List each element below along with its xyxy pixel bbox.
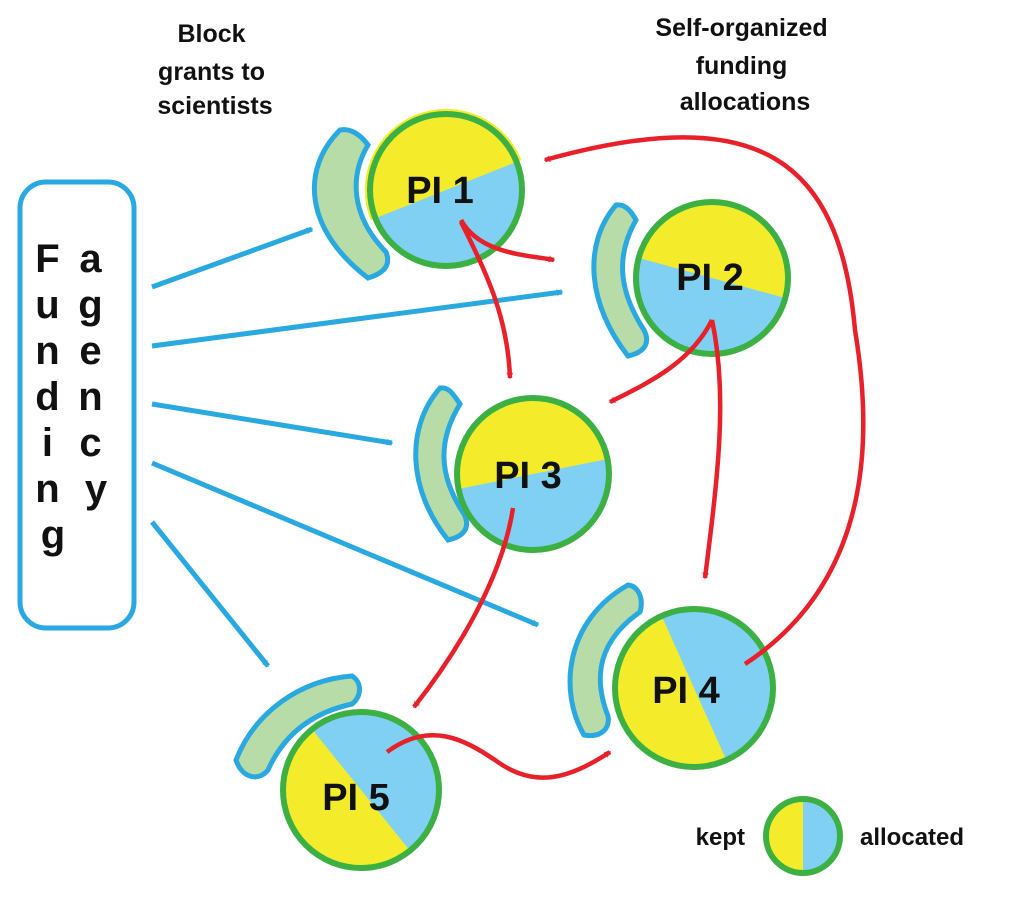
agency-letter: i (42, 421, 53, 465)
alloc-arrow-pi1-to-pi2 (459, 218, 556, 263)
alloc-arrow-pi2-to-pi4 (702, 319, 723, 580)
block-grants-line-3: scientists (157, 92, 272, 120)
legend-kept-label: kept (696, 824, 745, 851)
pi2-label: PI 2 (676, 257, 744, 299)
pi1-kept-fill (364, 108, 522, 221)
self-organized-heading: Self-organized funding allocations (655, 14, 834, 116)
pi3-node: PI 3 (454, 395, 612, 553)
agency-letter: g (78, 283, 102, 327)
agency-letter: n (35, 329, 59, 373)
agency-letter: u (35, 283, 59, 327)
grant-arrow-pi1 (151, 226, 314, 290)
alloc-arrow-pi1-to-pi3 (458, 220, 514, 380)
shield-pi3 (413, 385, 470, 543)
shields (233, 127, 650, 780)
alloc-arrow-pi5-to-pi4 (385, 733, 612, 780)
pi1-ring (367, 111, 525, 269)
shield-pi4 (567, 582, 644, 739)
pi2-kept-fill (637, 200, 790, 299)
agency-word: a g e n c y (78, 237, 114, 511)
grant-arrow-pi3 (151, 401, 394, 446)
self-organized-line-1: Self-organized (655, 14, 827, 42)
agency-letter: e (79, 329, 101, 373)
allocation-arrows (385, 135, 866, 780)
funding-word: F u n d i n g (35, 237, 71, 557)
shield-pi5 (233, 673, 362, 780)
pi4-label: PI 4 (652, 670, 720, 712)
pi2-node: PI 2 (633, 199, 791, 357)
pi2-ring (633, 199, 791, 357)
agency-letter: y (85, 467, 108, 511)
agency-letter: F (35, 237, 59, 281)
pi3-label: PI 3 (494, 455, 562, 497)
agency-letter: g (41, 513, 65, 557)
pi4-allocated-fill (661, 608, 774, 761)
shield-pi2 (591, 202, 650, 359)
block-grants-line-2: grants to (158, 58, 265, 86)
alloc-arrow-pi3-to-pi5 (412, 507, 516, 709)
pi4-ring (612, 606, 776, 770)
agency-letter: n (35, 467, 59, 511)
pi3-kept-fill (457, 398, 608, 489)
alloc-arrow-pi2-to-pi3 (608, 318, 715, 405)
pi4-node: PI 4 (612, 606, 776, 770)
legend-ring (763, 796, 843, 876)
agency-letter: n (78, 375, 102, 419)
funding-agency-box (17, 179, 137, 631)
block-grants-line-1: Block (177, 20, 245, 48)
legend-allocated-swatch (803, 799, 840, 873)
pi5-ring (280, 709, 442, 871)
agency-letter: a (79, 237, 102, 281)
agency-letter: d (35, 375, 59, 419)
self-organized-line-2: funding (696, 52, 788, 80)
agency-letter: c (79, 421, 101, 465)
block-grants-heading: Block grants to scientists (157, 20, 272, 120)
pi5-label: PI 5 (322, 777, 390, 819)
grant-arrow-pi5 (150, 520, 270, 668)
alloc-arrow-pi4-to-pi1 (543, 135, 866, 666)
pi1-node: PI 1 (364, 108, 525, 269)
legend: kept allocated (696, 796, 964, 876)
legend-kept-swatch (766, 799, 803, 873)
pi5-allocated-fill (312, 711, 440, 851)
self-organized-line-3: allocations (680, 88, 811, 116)
pi5-node: PI 5 (280, 709, 442, 871)
shield-pi1 (311, 127, 391, 281)
legend-allocated-label: allocated (860, 824, 964, 851)
pi3-ring (454, 395, 612, 553)
pi1-label: PI 1 (406, 170, 474, 212)
grant-arrow-pi4 (151, 460, 540, 628)
